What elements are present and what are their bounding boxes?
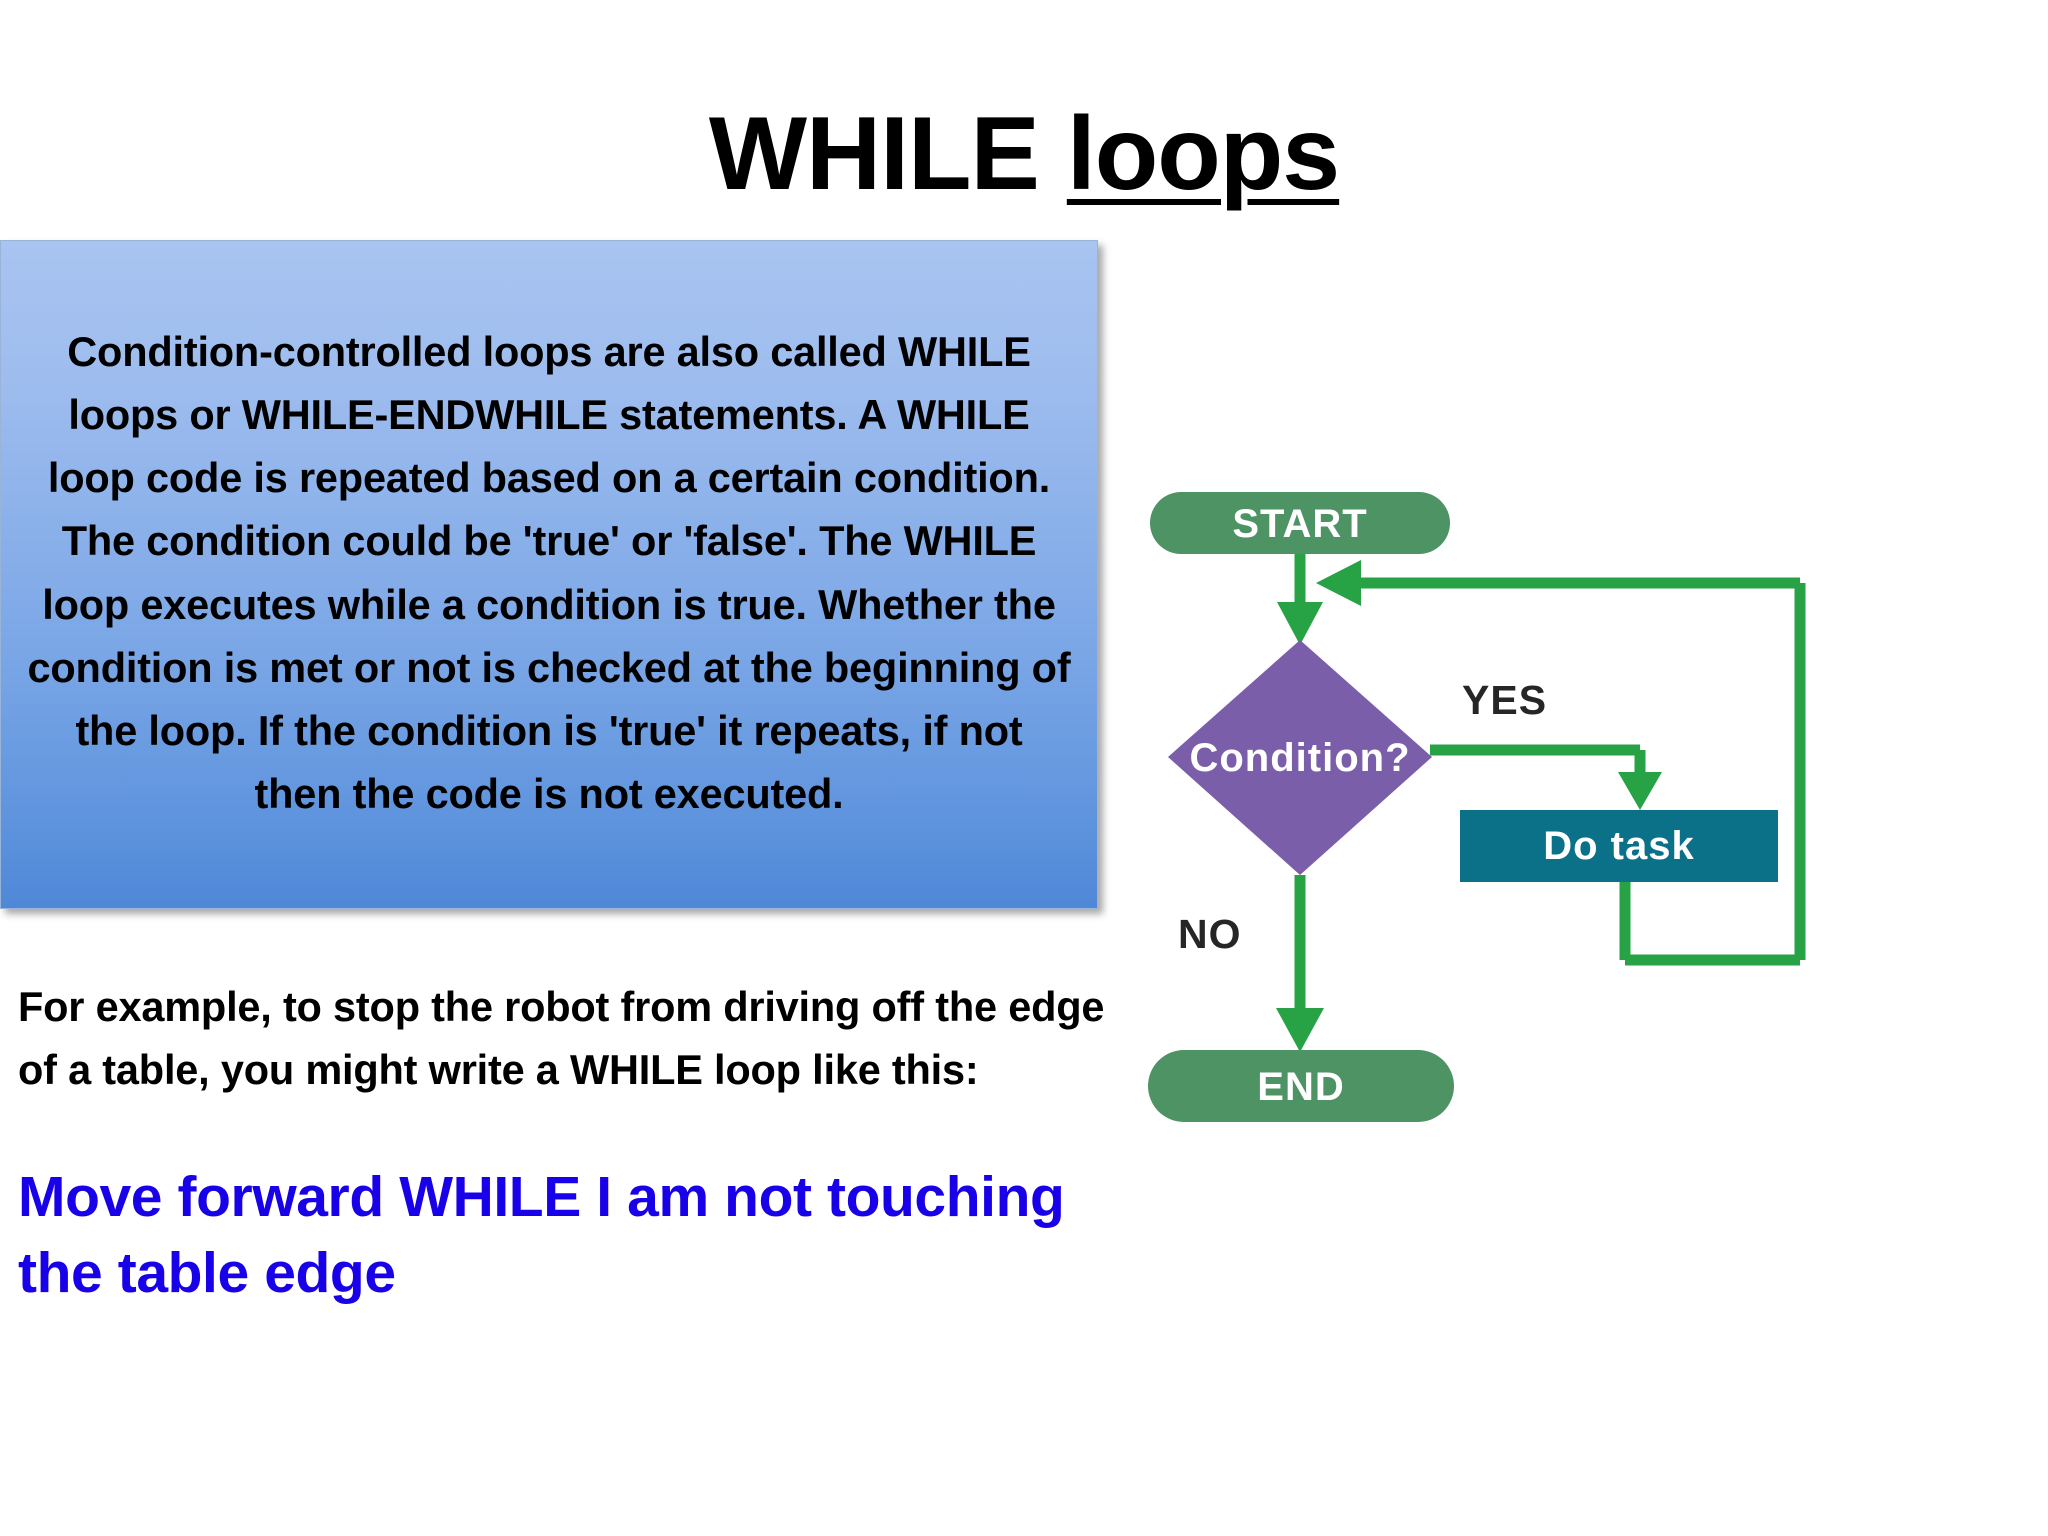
flowchart-yes-label: YES: [1462, 677, 1547, 723]
flowchart-connectors: [1294, 552, 1806, 1035]
intro-callout-text: Condition-controlled loops are also call…: [27, 328, 1071, 817]
arrowhead-into-task: [1618, 772, 1662, 810]
flowchart-node-end: END: [1148, 1050, 1454, 1122]
while-loop-flowchart: START Condition? Do task END YES NO: [1140, 480, 2020, 1280]
flowchart-end-label: END: [1257, 1065, 1344, 1109]
flowchart-start-label: START: [1232, 502, 1367, 546]
flowchart-node-condition: Condition?: [1168, 640, 1432, 875]
arrowhead-loopback-into-trunk: [1316, 560, 1361, 606]
arrowhead-into-end: [1276, 1008, 1324, 1052]
example-intro-text: For example, to stop the robot from driv…: [18, 983, 1105, 1094]
flowchart-node-start: START: [1150, 492, 1450, 554]
arrowhead-into-condition: [1277, 602, 1323, 645]
flowchart-node-task: Do task: [1460, 810, 1778, 882]
flowchart-no-label: NO: [1178, 911, 1242, 957]
page-title-underlined: loops: [1066, 96, 1340, 212]
page-title: WHILE loops: [0, 99, 2048, 209]
flowchart-condition-label: Condition?: [1189, 736, 1410, 780]
flowchart-arrowheads: [1276, 560, 1662, 1052]
example-statement-text: Move forward WHILE I am not touching the…: [18, 1165, 1065, 1305]
page-title-main: WHILE: [708, 96, 1067, 212]
intro-callout-box: Condition-controlled loops are also call…: [0, 240, 1098, 909]
flowchart-task-label: Do task: [1543, 824, 1695, 868]
